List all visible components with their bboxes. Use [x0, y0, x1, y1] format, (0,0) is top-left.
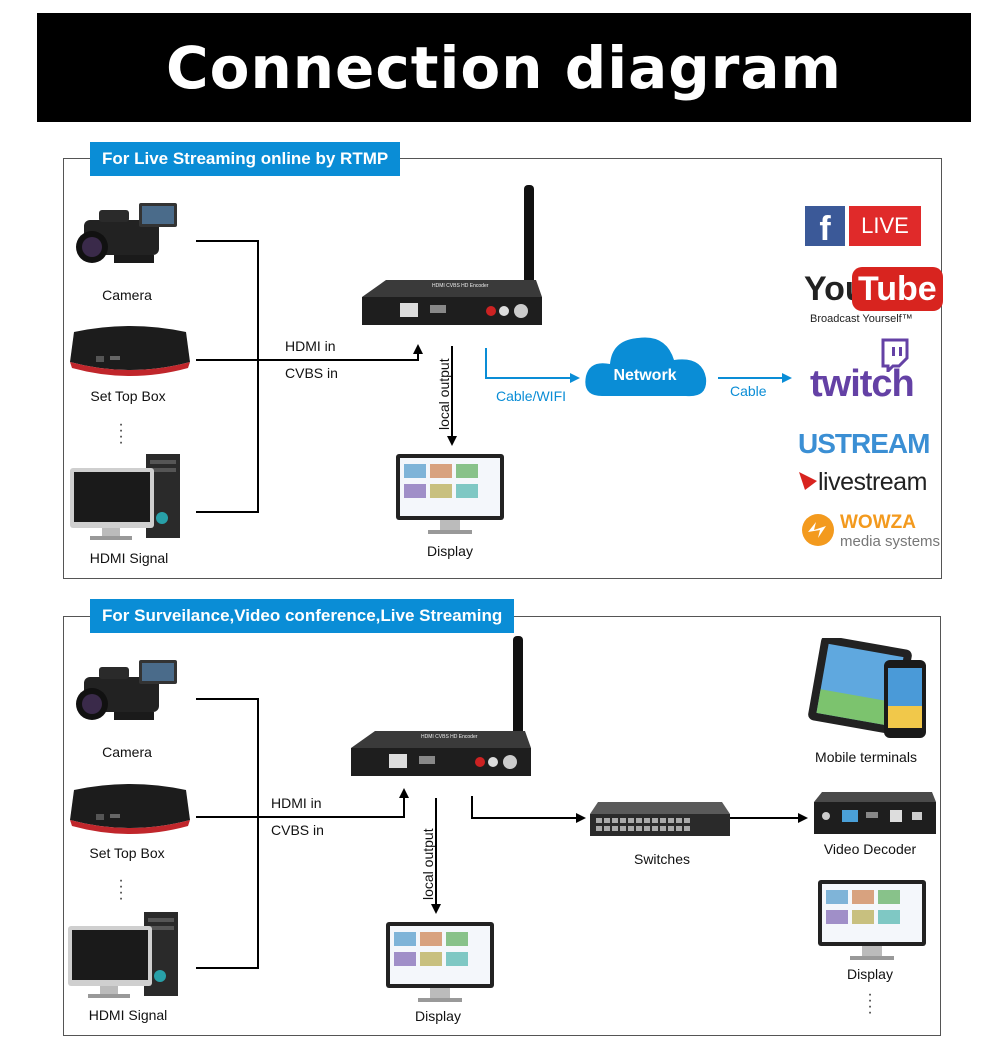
section-1-heading: For Live Streaming online by RTMP: [90, 142, 401, 176]
youtube-tube: Tube: [852, 267, 943, 311]
set-top-box-icon: [70, 326, 190, 376]
facebook-icon: f: [805, 206, 845, 248]
more-displays-ellipsis: ····: [867, 986, 873, 1021]
source-label-camera: Camera: [102, 744, 152, 760]
wowza-tagline: media systems: [840, 533, 941, 550]
source-label-set-top-box: Set Top Box: [89, 845, 165, 861]
cable-label: Cable: [730, 383, 767, 399]
switches-label: Switches: [633, 851, 691, 867]
twitch-glitch-icon: [881, 338, 909, 372]
more-sources-ellipsis: ····: [118, 416, 124, 451]
input-label-hdmi: HDMI in: [285, 338, 336, 354]
facebook-live-logo: LIVE: [849, 206, 921, 246]
youtube-tagline: Broadcast Yourself™: [810, 313, 913, 325]
display-monitor-icon: [396, 454, 504, 534]
display-label: Display: [427, 543, 473, 559]
network-label: Network: [613, 367, 677, 384]
network-switch-icon: [590, 802, 730, 836]
local-output-label: local output: [420, 828, 436, 900]
set-top-box-icon: [70, 784, 190, 834]
wowza-icon: [802, 514, 834, 546]
encoder-model-label: HDMI CVBS HD Encoder: [432, 283, 489, 289]
encoder-model-label: HDMI CVBS HD Encoder: [421, 734, 478, 740]
page-title: Connection diagram: [166, 33, 842, 102]
ustream-logo: USTREAM: [798, 428, 930, 459]
twitch-logo: twitch: [810, 363, 915, 405]
input-label-cvbs: CVBS in: [271, 822, 324, 838]
display-monitor-icon: [386, 922, 494, 1002]
source-label-hdmi-signal: HDMI Signal: [88, 1007, 168, 1023]
source-label-set-top-box: Set Top Box: [90, 388, 166, 404]
input-label-hdmi: HDMI in: [271, 795, 322, 811]
camera-icon: [76, 203, 177, 263]
camera-icon: [76, 660, 177, 720]
livestream-icon: [799, 472, 817, 490]
computer-icon: [70, 454, 180, 540]
video-decoder-label: Video Decoder: [823, 841, 917, 857]
tablet-phone-icon: [808, 638, 926, 738]
mobile-terminals-label: Mobile terminals: [815, 749, 917, 765]
input-label-cvbs: CVBS in: [285, 365, 338, 381]
display-monitor-icon: [818, 880, 926, 960]
source-label-hdmi-signal: HDMI Signal: [89, 550, 169, 566]
video-decoder-icon: [814, 792, 936, 834]
wowza-logo: WOWZA: [840, 512, 916, 533]
more-sources-ellipsis: ····: [118, 872, 124, 907]
local-output-label: local output: [436, 358, 452, 430]
livestream-logo: livestream: [818, 468, 927, 496]
display-label-2: Display: [847, 966, 893, 982]
title-banner: Connection diagram: [37, 13, 971, 122]
encoder-device-icon: [362, 185, 542, 325]
section-2-heading: For Surveilance,Video conference,Live St…: [90, 599, 515, 633]
cloud-icon: [585, 337, 707, 397]
computer-icon: [68, 912, 178, 998]
source-label-camera: Camera: [102, 287, 152, 303]
cable-wifi-label: Cable/WIFI: [496, 388, 567, 404]
encoder-device-icon: [351, 636, 531, 776]
display-label: Display: [415, 1008, 461, 1024]
